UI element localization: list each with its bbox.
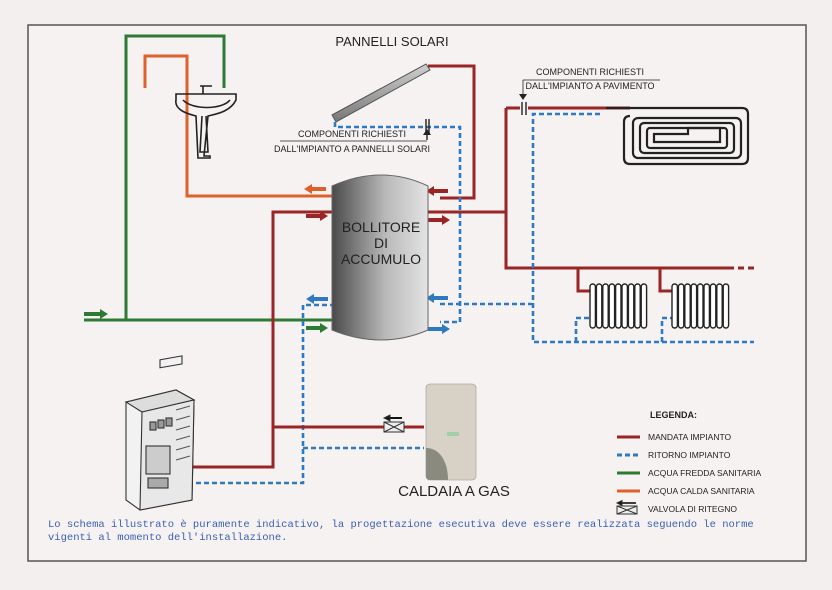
radiator-fin [716,283,723,329]
radiator-fin [640,283,648,329]
radiator-fin [608,283,616,329]
cold-in-arrow [306,323,328,333]
tank-label-line3: ACCUMULO [341,251,421,267]
supply-out-arrow-right [428,215,450,225]
radiator-fin [627,283,635,329]
legend-label: VALVOLA DI RITEGNO [648,504,737,514]
radiator-fin [621,283,629,329]
solar-required-label-2: DALL'IMPIANTO A PANNELLI SOLARI [274,144,430,154]
boiler-label: CALDAIA A GAS [398,483,510,500]
stove-return-pipe [188,303,332,485]
cold-water-pipes [84,34,332,322]
legend-item: VALVOLA DI RITEGNO [615,499,737,515]
return-in-arrow-right [426,293,448,303]
solar-return-pipe [333,122,462,324]
supply-in-arrow-left [306,211,328,221]
radiator-fin [671,283,679,329]
radiator-icon [589,283,648,329]
cold-water-inlet-arrow [84,309,108,319]
check-valve-icon [615,499,638,515]
legend: LEGENDA: MANDATA IMPIANTO RITORNO IMPIANT… [615,410,762,515]
tank-port-arrows [304,184,450,334]
sink-icon [175,85,237,159]
hot-water-out-arrow [304,184,326,194]
solar-in-arrow [426,186,448,196]
legend-title: LEGENDA: [650,410,697,420]
solar-required-label-1: COMPONENTI RICHIESTI [298,129,406,139]
stove-supply-pipe [188,210,332,469]
radiator-fin [696,283,704,329]
floor-heating-coil-icon [606,106,750,166]
legend-item: ACQUA FREDDA SANITARIA [617,468,762,478]
radiator-fin [703,283,711,329]
legend-item: RITORNO IMPIANTO [617,450,731,460]
radiator-fin [722,283,730,329]
radiator-fin [602,283,609,329]
legend-label: ACQUA FREDDA SANITARIA [648,468,762,478]
solar-panels-label: PANNELLI SOLARI [335,34,448,49]
floor-required-label-2: DALL'IMPIANTO A PAVIMENTO [525,81,654,91]
solar-supply-pipe [428,64,476,200]
pellet-stove-icon [124,355,196,511]
floor-required-arrow-icon [519,94,527,100]
legend-label: MANDATA IMPIANTO [648,432,732,442]
radiator-fin [595,283,603,329]
radiator-fin [684,283,691,329]
legend-label: ACQUA CALDA SANITARIA [648,486,755,496]
radiator-fin [634,283,641,329]
legend-label: RITORNO IMPIANTO [648,450,731,460]
disclaimer-note: Lo schema illustrato è puramente indicat… [48,519,754,544]
solar-return-out-arrow [428,324,450,334]
legend-item: ACQUA CALDA SANITARIA [617,486,755,496]
radiator-icon [671,283,730,329]
storage-tank-icon [331,174,429,341]
tank-label-line1: BOLLITORE [342,219,420,235]
solar-panel-icon [331,63,431,123]
radiator-fin [677,283,685,329]
return-out-arrow-left [306,294,328,304]
gas-boiler-icon [425,383,477,481]
heating-return-network [440,112,754,344]
radiator-fin [589,283,597,329]
radiator-fin [709,283,717,329]
floor-required-components-marker [521,79,660,115]
radiator-fin [690,283,698,329]
solar-required-components-marker [280,119,430,142]
floor-required-label-1: COMPONENTI RICHIESTI [536,67,644,77]
hot-water-pipe [143,54,332,198]
legend-item: MANDATA IMPIANTO [617,432,732,442]
check-valve-icon [382,414,405,433]
solar-required-arrow-icon [423,129,431,135]
tank-label-line2: DI [374,235,388,251]
radiator-fin [614,283,622,329]
